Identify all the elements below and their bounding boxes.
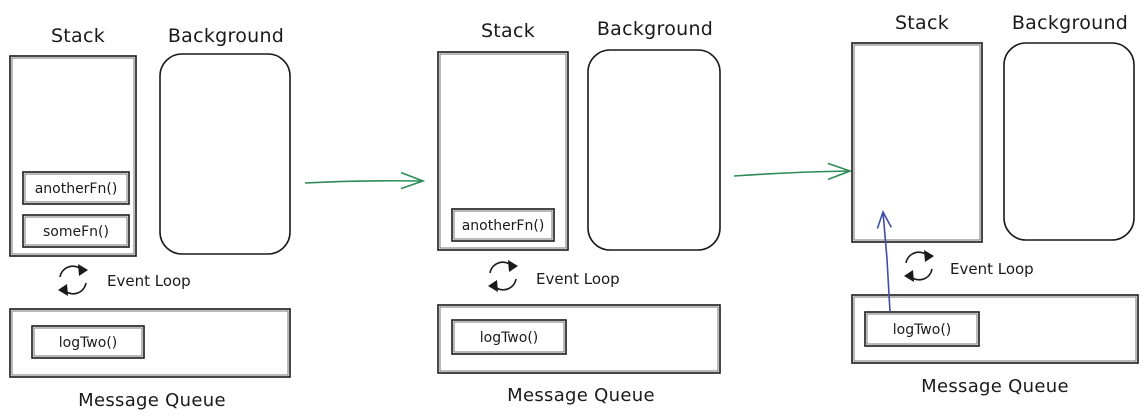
stack-title: Stack bbox=[481, 20, 535, 42]
queue-item: logTwo() bbox=[864, 311, 980, 347]
stack-title: Stack bbox=[895, 12, 949, 34]
queue-item-label: logTwo() bbox=[480, 330, 539, 346]
stack-frame: anotherFn() bbox=[22, 171, 130, 205]
background-area bbox=[1003, 42, 1135, 241]
call-stack bbox=[851, 42, 983, 243]
event-loop-label: Event Loop bbox=[536, 270, 620, 288]
queue-item-label: logTwo() bbox=[59, 335, 118, 351]
stack-frame: someFn() bbox=[22, 214, 130, 248]
stack-frame: anotherFn() bbox=[451, 208, 555, 242]
background-title: Background bbox=[168, 25, 284, 47]
stack-frame-label: anotherFn() bbox=[462, 218, 545, 234]
queue-item-label: logTwo() bbox=[893, 322, 952, 338]
event-loop-label: Event Loop bbox=[950, 260, 1034, 278]
dequeue-arrow bbox=[876, 210, 893, 313]
message-queue-title: Message Queue bbox=[921, 376, 1069, 397]
queue-item: logTwo() bbox=[31, 325, 145, 359]
call-stack bbox=[9, 55, 137, 257]
stack-frame-label: anotherFn() bbox=[35, 181, 118, 197]
event-loop-icon bbox=[58, 264, 88, 296]
panel-2: Stack Background anotherFn() Event Loop … bbox=[437, 18, 721, 406]
transition-arrow bbox=[733, 171, 850, 176]
message-queue-title: Message Queue bbox=[507, 385, 655, 406]
event-loop-icon bbox=[488, 260, 518, 292]
background-title: Background bbox=[1012, 12, 1128, 34]
transition-arrow bbox=[304, 181, 423, 183]
background-area bbox=[159, 53, 291, 255]
background-area bbox=[587, 49, 721, 251]
message-queue-title: Message Queue bbox=[78, 390, 226, 411]
message-queue bbox=[9, 308, 291, 378]
panel-1: Stack Background anotherFn() someFn() Ev… bbox=[9, 25, 291, 411]
background-title: Background bbox=[597, 18, 713, 40]
message-queue bbox=[437, 304, 721, 374]
stack-frame-label: someFn() bbox=[43, 224, 109, 240]
call-stack bbox=[437, 51, 569, 251]
panel-3: Stack Background Event Loop logTwo() Mes… bbox=[851, 12, 1139, 397]
message-queue bbox=[851, 294, 1139, 364]
event-loop-label: Event Loop bbox=[107, 272, 191, 290]
stack-title: Stack bbox=[51, 25, 105, 47]
queue-item: logTwo() bbox=[451, 319, 567, 355]
event-loop-icon bbox=[904, 250, 934, 282]
